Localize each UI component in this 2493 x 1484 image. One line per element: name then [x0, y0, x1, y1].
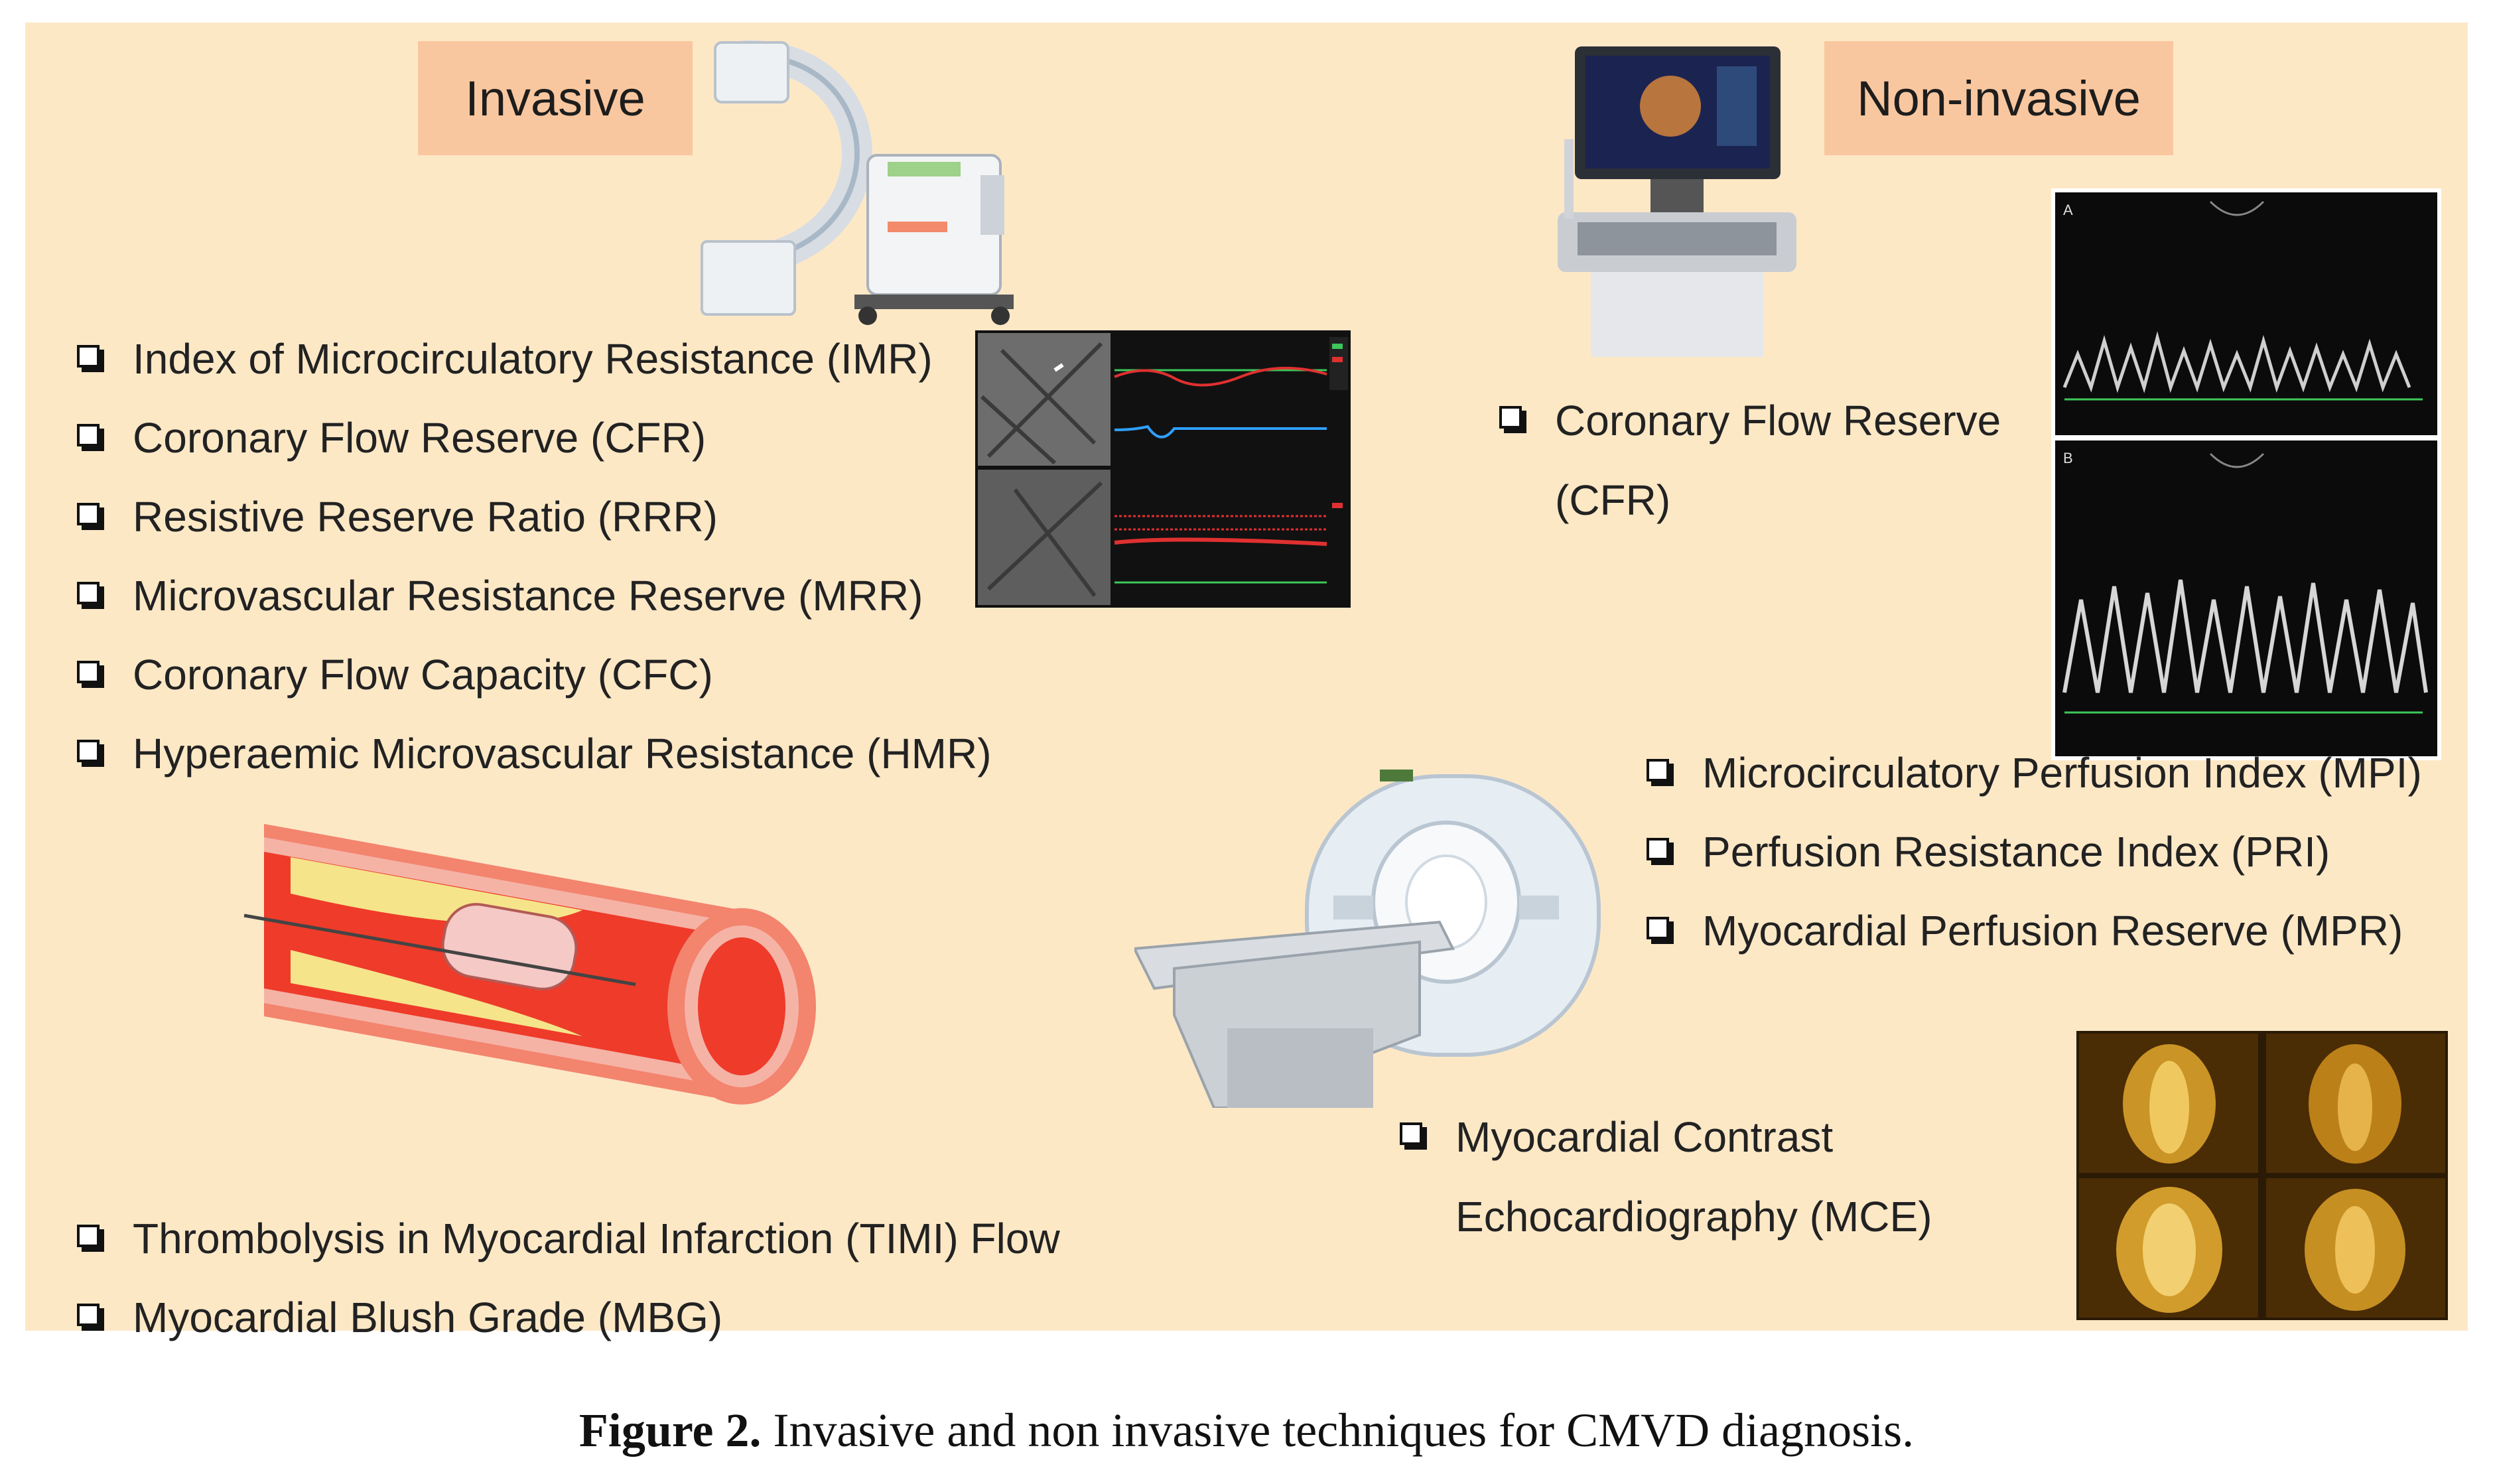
- item-text: Myocardial Perfusion Reserve (MPR): [1702, 907, 2403, 955]
- list-item: Myocardial Blush Grade (MBG): [77, 1278, 1060, 1357]
- list-item: Thrombolysis in Myocardial Infarction (T…: [77, 1199, 1060, 1278]
- mri-scanner-icon: [1134, 770, 1601, 1108]
- list-item: Coronary Flow Reserve (CFR): [1499, 381, 2001, 540]
- checkbox-bullet-icon: [77, 582, 100, 604]
- item-text: Coronary Flow Capacity (CFC): [133, 651, 713, 699]
- item-text: Index of Microcirculatory Resistance (IM…: [133, 335, 933, 383]
- item-text: Thrombolysis in Myocardial Infarction (T…: [133, 1215, 1060, 1262]
- doppler-label-a: A: [2063, 202, 2073, 218]
- item-text: Hyperaemic Microvascular Resistance (HMR…: [133, 730, 992, 777]
- figure-caption: Figure 2. Invasive and non invasive tech…: [0, 1403, 2493, 1458]
- list-item: Microvascular Resistance Reserve (MRR): [77, 557, 992, 636]
- item-text-line1: Coronary Flow Reserve: [1555, 397, 2001, 444]
- mri-index-list: Microcirculatory Perfusion Index (MPI) P…: [1647, 734, 2422, 971]
- angiographic-index-list: Thrombolysis in Myocardial Infarction (T…: [77, 1199, 1060, 1357]
- item-text-line2: Echocardiography (MCE): [1455, 1193, 1932, 1241]
- ultrasound-machine-icon: [1558, 46, 1796, 357]
- item-text: Microvascular Resistance Reserve (MRR): [133, 572, 923, 620]
- item-text: Microcirculatory Perfusion Index (MPI): [1702, 749, 2422, 797]
- figure-panel: Invasive Non-invasive Index of Microcirc…: [25, 23, 2468, 1341]
- list-item: Coronary Flow Capacity (CFC): [77, 636, 992, 714]
- blood-vessel-with-balloon-icon: [243, 824, 816, 1105]
- caption-text: Invasive and non invasive techniques for…: [761, 1404, 1915, 1457]
- list-item: Hyperaemic Microvascular Resistance (HMR…: [77, 714, 992, 793]
- checkbox-bullet-icon: [77, 1225, 100, 1247]
- echo-cfr-item: Coronary Flow Reserve (CFR): [1499, 381, 2001, 540]
- list-item: Coronary Flow Reserve (CFR): [77, 399, 992, 478]
- doppler-label-b: B: [2063, 450, 2073, 466]
- c-arm-machine-icon: [701, 40, 1014, 325]
- checkbox-bullet-icon: [77, 1304, 100, 1326]
- checkbox-bullet-icon: [1647, 917, 1669, 939]
- contrast-echo-image: [2076, 1031, 2448, 1320]
- invasive-index-list: Index of Microcirculatory Resistance (IM…: [77, 320, 992, 793]
- checkbox-bullet-icon: [77, 345, 100, 368]
- checkbox-bullet-icon: [77, 424, 100, 446]
- list-item: Microcirculatory Perfusion Index (MPI): [1647, 734, 2422, 813]
- checkbox-bullet-icon: [1400, 1122, 1422, 1145]
- checkbox-bullet-icon: [77, 661, 100, 683]
- item-text: Perfusion Resistance Index (PRI): [1702, 828, 2330, 876]
- checkbox-bullet-icon: [1647, 759, 1669, 781]
- caption-label: Figure 2.: [578, 1404, 762, 1457]
- list-item: Perfusion Resistance Index (PRI): [1647, 813, 2422, 892]
- item-text: Coronary Flow Reserve (CFR): [133, 414, 707, 462]
- checkbox-bullet-icon: [1647, 838, 1669, 860]
- item-text-line2: (CFR): [1555, 476, 1671, 524]
- checkbox-bullet-icon: [77, 740, 100, 762]
- item-text: Resistive Reserve Ratio (RRR): [133, 493, 718, 541]
- pressure-wire-tracing-image: [975, 330, 1351, 608]
- doppler-flow-image: A B: [2051, 188, 2441, 760]
- list-item: Index of Microcirculatory Resistance (IM…: [77, 320, 992, 399]
- mce-item: Myocardial Contrast Echocardiography (MC…: [1400, 1097, 1932, 1256]
- item-text: Myocardial Blush Grade (MBG): [133, 1294, 723, 1341]
- item-text-line1: Myocardial Contrast: [1455, 1113, 1834, 1161]
- invasive-heading: Invasive: [418, 41, 693, 155]
- list-item: Myocardial Contrast Echocardiography (MC…: [1400, 1097, 1932, 1256]
- checkbox-bullet-icon: [1499, 406, 1522, 429]
- non-invasive-heading: Non-invasive: [1824, 41, 2173, 155]
- list-item: Myocardial Perfusion Reserve (MPR): [1647, 892, 2422, 971]
- list-item: Resistive Reserve Ratio (RRR): [77, 478, 992, 557]
- checkbox-bullet-icon: [77, 503, 100, 525]
